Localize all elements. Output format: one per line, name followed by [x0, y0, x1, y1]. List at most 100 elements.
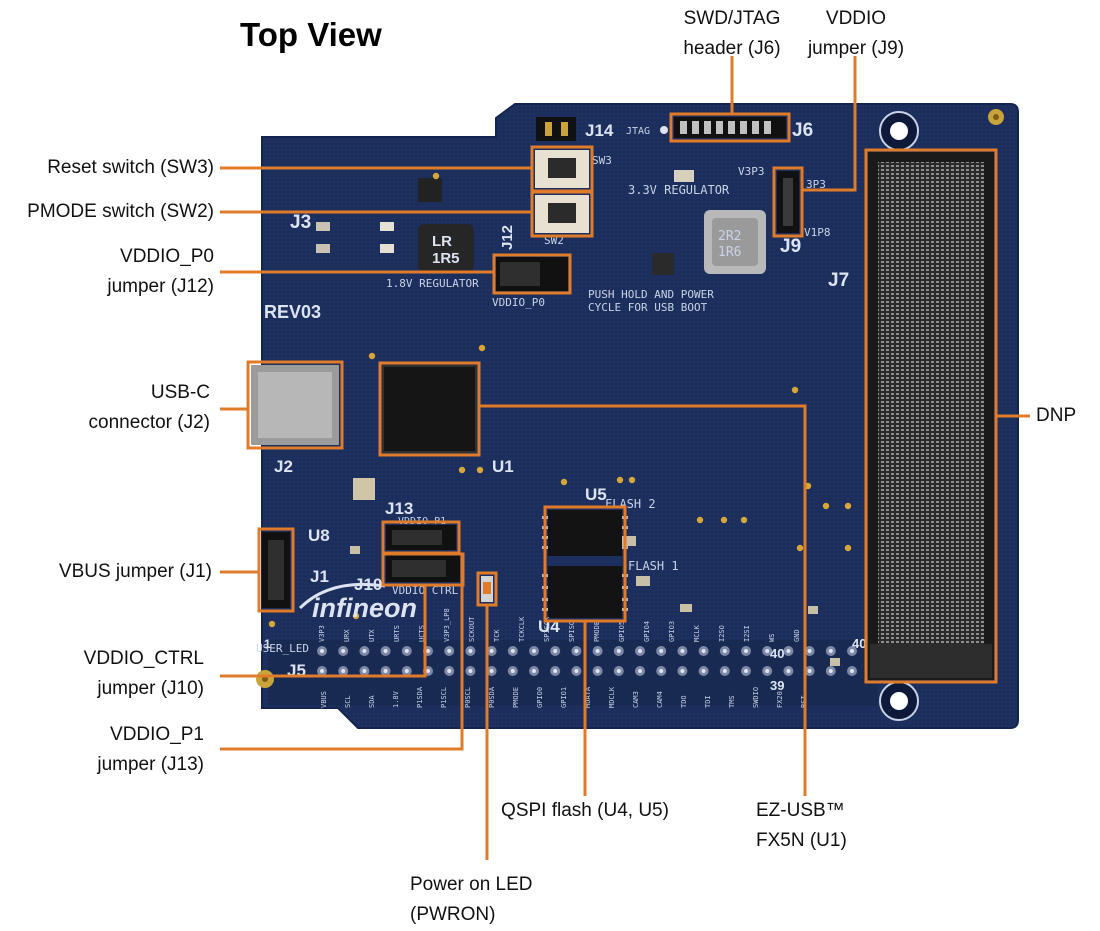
page-title: Top View: [240, 16, 382, 53]
header-pin-label: URX: [343, 629, 351, 642]
header-pin-hole: [426, 669, 430, 673]
board-label-pin40a: 40: [770, 646, 784, 661]
header-pin-hole: [680, 669, 685, 673]
header-pin-label: TDO: [680, 695, 688, 708]
board-label-sw3: SW3: [592, 154, 612, 167]
header-pin-label: WS: [768, 634, 776, 642]
callout-pwron-line1: Power on LED: [410, 874, 533, 895]
header-pin-label: TCKCLK: [518, 616, 526, 642]
board-label-j2: J2: [274, 457, 293, 476]
callout-boxes: [246, 112, 998, 684]
header-pin-label: P0SCL: [464, 687, 472, 708]
header-pin-hole: [828, 669, 833, 673]
header-pin-label: MCLK: [693, 624, 701, 642]
callout-ez-usb: EZ-USB™ FX5N (U1): [756, 796, 847, 856]
header-pin-hole: [489, 649, 494, 653]
board-label-pin40b: 40: [852, 636, 866, 651]
header-pin-label: GPIO3: [668, 621, 676, 642]
header-pin-label: UTX: [368, 629, 376, 642]
board-label-u1: U1: [492, 457, 514, 476]
callout-dnp: DNP: [1036, 401, 1076, 431]
silk-inductor-right-2: 1R6: [718, 245, 741, 260]
callout-dnp-line1: DNP: [1036, 405, 1077, 426]
header-pin-hole: [553, 649, 558, 653]
header-pin-hole: [532, 649, 536, 653]
header-pin-label: SCL: [344, 695, 352, 708]
header-pin-hole: [786, 669, 791, 673]
silk-reg33: 3.3V REGULATOR: [628, 183, 730, 197]
callout-pmode-switch: PMODE switch (SW2): [0, 197, 214, 227]
header-pin-hole: [447, 669, 452, 673]
callout-vddio-j9: VDDIO jumper (J9): [786, 4, 926, 64]
callout-ez-usb-line2: FX5N (U1): [756, 830, 847, 851]
via: [720, 516, 728, 524]
header-pin-hole: [744, 649, 748, 653]
via: [844, 502, 852, 510]
board-label-u5: U5: [585, 485, 607, 504]
silk-user-led: USER_LED: [256, 642, 309, 655]
header-pin-hole: [765, 669, 770, 673]
vias: [268, 172, 852, 628]
box-u1: [378, 361, 481, 457]
header-pin-hole: [362, 669, 367, 673]
callout-pmode-switch-line1: PMODE switch (SW2): [27, 201, 214, 222]
board-label-j1: J1: [310, 567, 329, 586]
header-pin-hole: [383, 669, 388, 673]
header-pin-label: PMODE: [512, 687, 520, 708]
board-label-pin39: 39: [770, 678, 784, 693]
via: [478, 344, 486, 352]
header-pin-hole: [574, 669, 579, 673]
callout-vddio-p1: VDDIO_P1 jumper (J13): [0, 720, 204, 780]
header-pin-hole: [426, 649, 430, 653]
via: [432, 172, 440, 180]
via: [844, 544, 852, 552]
leader-lines: [220, 56, 1030, 860]
header-pin-hole: [850, 649, 854, 653]
u1-ez-usb: [383, 366, 476, 452]
header-pin-hole: [595, 669, 600, 673]
header-pin-hole: [850, 669, 854, 673]
leader-j10: [220, 585, 427, 678]
callout-vddio-j9-line2: jumper (J9): [807, 38, 905, 59]
callout-vddio-ctrl-line2: jumper (J10): [97, 678, 204, 699]
header-pin-label: CAM4: [656, 691, 664, 708]
silk-reg18: 1.8V REGULATOR: [386, 277, 479, 290]
header-pin-rows: [317, 646, 857, 676]
leader-j13: [220, 553, 464, 751]
header-pin-label: I2SO: [718, 625, 726, 642]
callout-vddio-j9-line1: VDDIO: [825, 8, 887, 29]
header-pin-hole: [807, 649, 812, 653]
via: [696, 516, 704, 524]
callout-vddio-p0-line1: VDDIO_P0: [120, 246, 214, 267]
via: [791, 386, 799, 394]
svg-text:infineon: infineon: [312, 593, 417, 623]
silk-vddio-p0: VDDIO_P0: [492, 296, 545, 309]
board-label-j14: J14: [585, 121, 614, 140]
header-pin-hole: [701, 649, 706, 653]
header-pin-hole: [638, 669, 642, 673]
header-pin-hole: [468, 649, 473, 653]
board-label-flash1: FLASH 1: [628, 559, 679, 573]
callout-reset-switch-line1: Reset switch (SW3): [47, 157, 214, 178]
box-j9: [772, 166, 804, 238]
box-j6: [669, 112, 791, 143]
board-label-3p3: 3P3: [806, 178, 826, 191]
board-label-v3p3: V3P3: [738, 165, 765, 178]
header-pin-hole: [595, 649, 600, 653]
silk-inductor-left-1: LR: [432, 233, 452, 250]
header-pin-hole: [320, 649, 324, 653]
board-label-jtag: JTAG: [626, 126, 650, 137]
header-pin-hole: [553, 669, 558, 673]
header-pin-label: GPIO4: [643, 621, 651, 642]
header-pin-label: GPIO1: [560, 687, 568, 708]
j14-header: [536, 117, 576, 141]
header-pin-hole: [680, 649, 685, 653]
silk-inductor-right-1: 2R2: [718, 229, 741, 244]
board-label-j12: J12: [499, 225, 516, 250]
header-pin-hole: [320, 669, 324, 673]
header-pin-hole: [468, 669, 473, 673]
board-label-flash2: FLASH 2: [605, 497, 656, 511]
header-pin-hole: [659, 669, 664, 673]
